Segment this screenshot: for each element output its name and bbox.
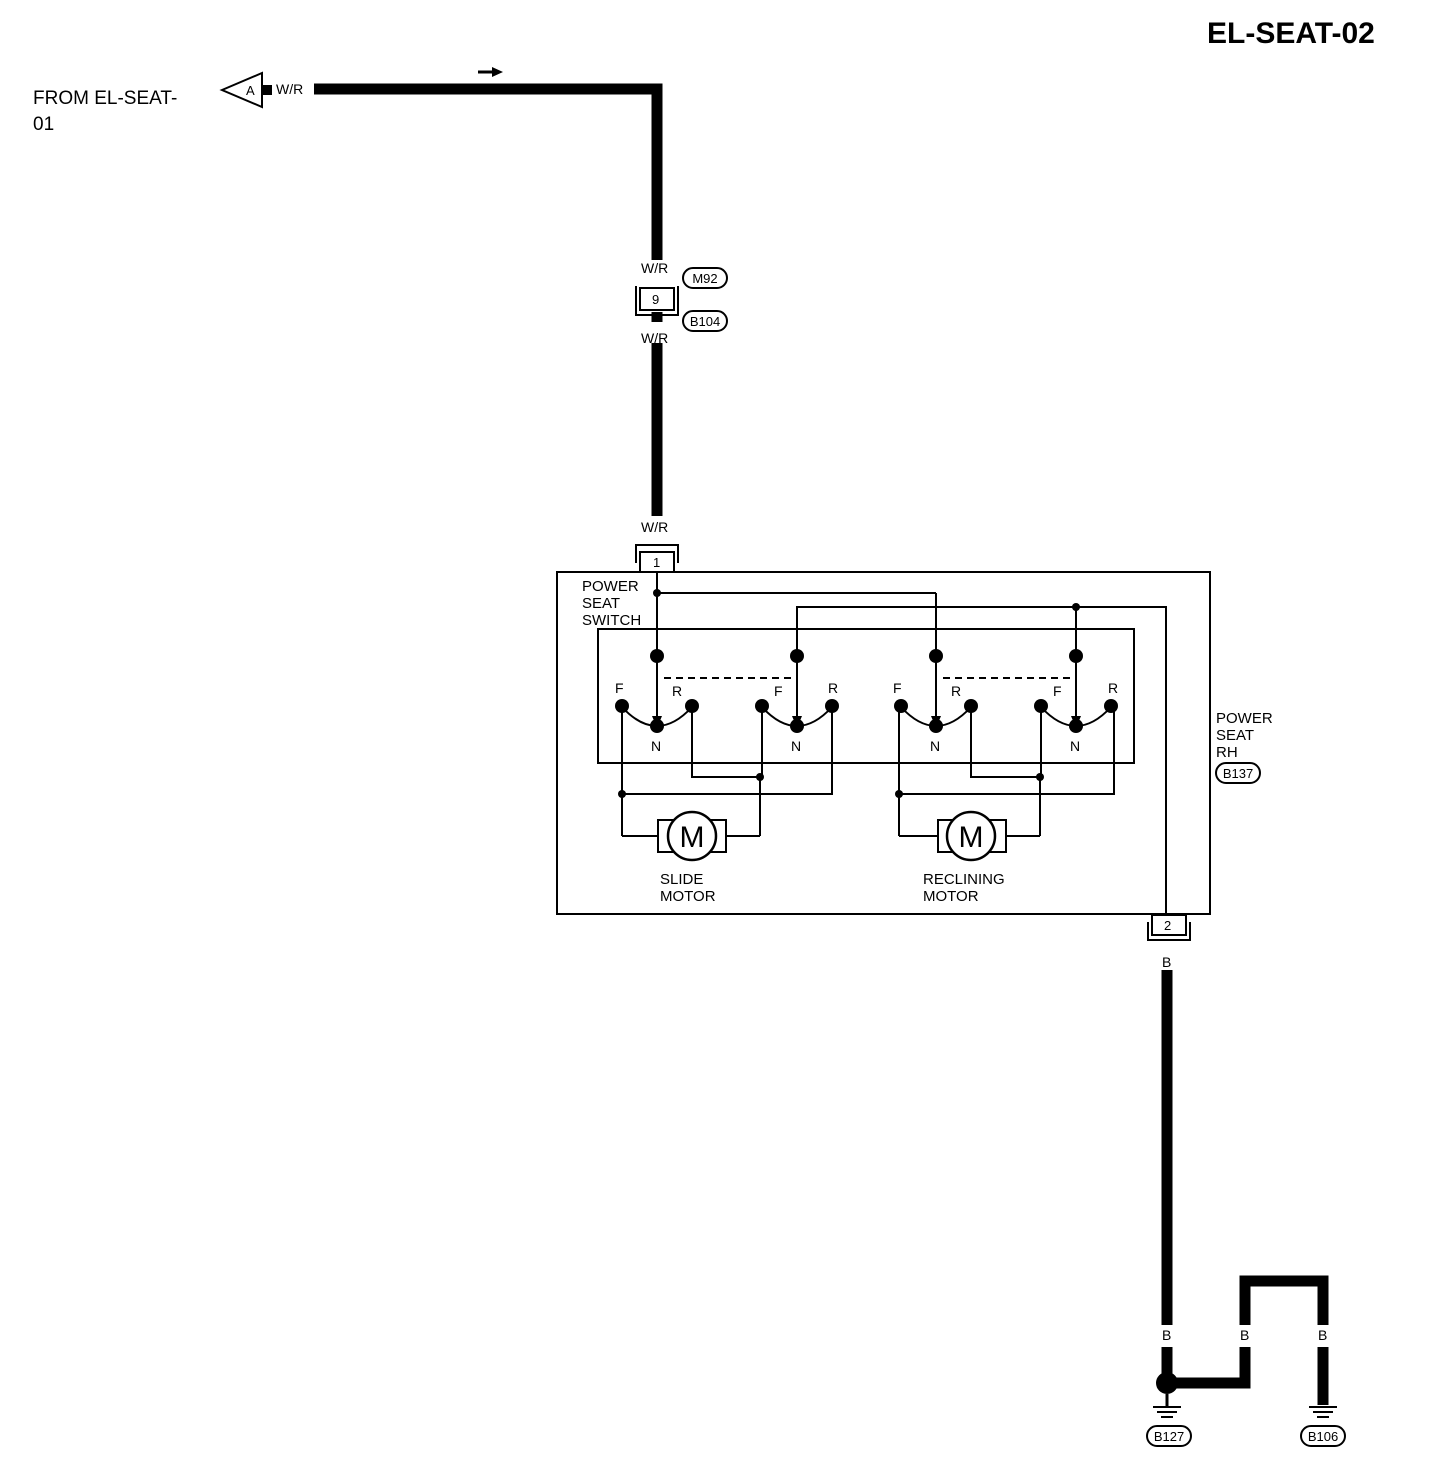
connector-id-m92-text: M92	[692, 271, 717, 286]
switch-4-r-label: R	[1108, 680, 1118, 696]
unit-label-line3: RH	[1216, 744, 1238, 761]
connector-pin-1: 1	[635, 544, 679, 573]
slide-motor-label-line1: SLIDE	[660, 871, 703, 888]
wire-b-branch-loop	[1239, 1275, 1329, 1325]
power-seat-switch-box	[597, 628, 1135, 764]
from-label-line1: FROM EL-SEAT-	[33, 88, 177, 109]
wire-b-branch	[1167, 1347, 1251, 1389]
wire-color-b-branch: B	[1240, 1327, 1249, 1343]
switch-label-line3: SWITCH	[582, 612, 641, 629]
switch-section-4: F R N	[1034, 649, 1118, 754]
reclining-motor-symbol: M	[937, 810, 1007, 862]
slide-motor-m: M	[680, 821, 705, 854]
internal-wiring	[653, 572, 1167, 918]
ground-symbol-b127	[1153, 1394, 1181, 1418]
connector-id-b104-text: B104	[690, 314, 720, 329]
connector-id-b104: B104	[682, 310, 728, 332]
connector-id-b106: B106	[1300, 1425, 1346, 1447]
pin-1-label: 1	[653, 555, 660, 570]
switch-section-3: F R N	[893, 649, 978, 754]
switch-2-r-label: R	[828, 680, 838, 696]
connector-id-m92: M92	[682, 267, 728, 289]
switch-4-f-label: F	[1053, 683, 1062, 699]
wire-color-wr-below-joint: W/R	[641, 330, 668, 346]
switch-sections: F R N F R N F R N	[615, 649, 1118, 754]
switch-4-n-label: N	[1070, 738, 1080, 754]
connector-a-symbol: A	[219, 71, 272, 109]
reclining-motor-m: M	[959, 821, 984, 854]
motor-wiring	[618, 706, 1115, 837]
wire-wr-main	[314, 83, 663, 260]
connector-id-b106-text: B106	[1308, 1429, 1338, 1444]
joint-pin-label: 9	[652, 292, 659, 307]
joint-connector-9: 9	[635, 286, 679, 316]
switch-3-r-label: R	[951, 683, 961, 699]
switch-3-f-label: F	[893, 680, 902, 696]
pin-2-label: 2	[1164, 918, 1171, 933]
switch-label-line2: SEAT	[582, 595, 620, 612]
switch-1-f-label: F	[615, 680, 624, 696]
switch-section-1: F R N	[615, 649, 699, 754]
unit-label-line1: POWER	[1216, 710, 1273, 727]
reclining-motor-label-line2: MOTOR	[923, 888, 979, 905]
reclining-motor-label-line1: RECLINING	[923, 871, 1005, 888]
unit-label-line2: SEAT	[1216, 727, 1254, 744]
switch-3-n-label: N	[930, 738, 940, 754]
connector-id-b137: B137	[1215, 762, 1261, 784]
wire-color-b-b106: B	[1318, 1327, 1327, 1343]
wire-color-b-lower: B	[1162, 1327, 1171, 1343]
connector-id-b137-text: B137	[1223, 766, 1253, 781]
wire-color-wr-top: W/R	[276, 81, 303, 97]
switch-2-n-label: N	[791, 738, 801, 754]
connector-pin-2: 2	[1147, 914, 1191, 941]
from-label-line2: 01	[33, 114, 54, 135]
connector-id-b127: B127	[1146, 1425, 1192, 1447]
diagram-title: EL-SEAT-02	[1207, 17, 1375, 50]
current-direction-arrow	[478, 67, 503, 77]
switch-2-f-label: F	[774, 683, 783, 699]
slide-motor-symbol: M	[657, 810, 727, 862]
wire-color-b-top: B	[1162, 954, 1171, 970]
ground-symbol-b106	[1309, 1406, 1337, 1418]
switch-1-r-label: R	[672, 683, 682, 699]
wire-color-wr-at-switch: W/R	[641, 519, 668, 535]
switch-section-2: F R N	[755, 649, 839, 754]
switch-label-line1: POWER	[582, 578, 639, 595]
connector-id-b127-text: B127	[1154, 1429, 1184, 1444]
power-seat-rh-unit	[556, 571, 1211, 915]
connector-a-label: A	[246, 83, 255, 98]
switch-1-n-label: N	[651, 738, 661, 754]
slide-motor-label-line2: MOTOR	[660, 888, 716, 905]
wire-color-wr-above-joint: W/R	[641, 260, 668, 276]
